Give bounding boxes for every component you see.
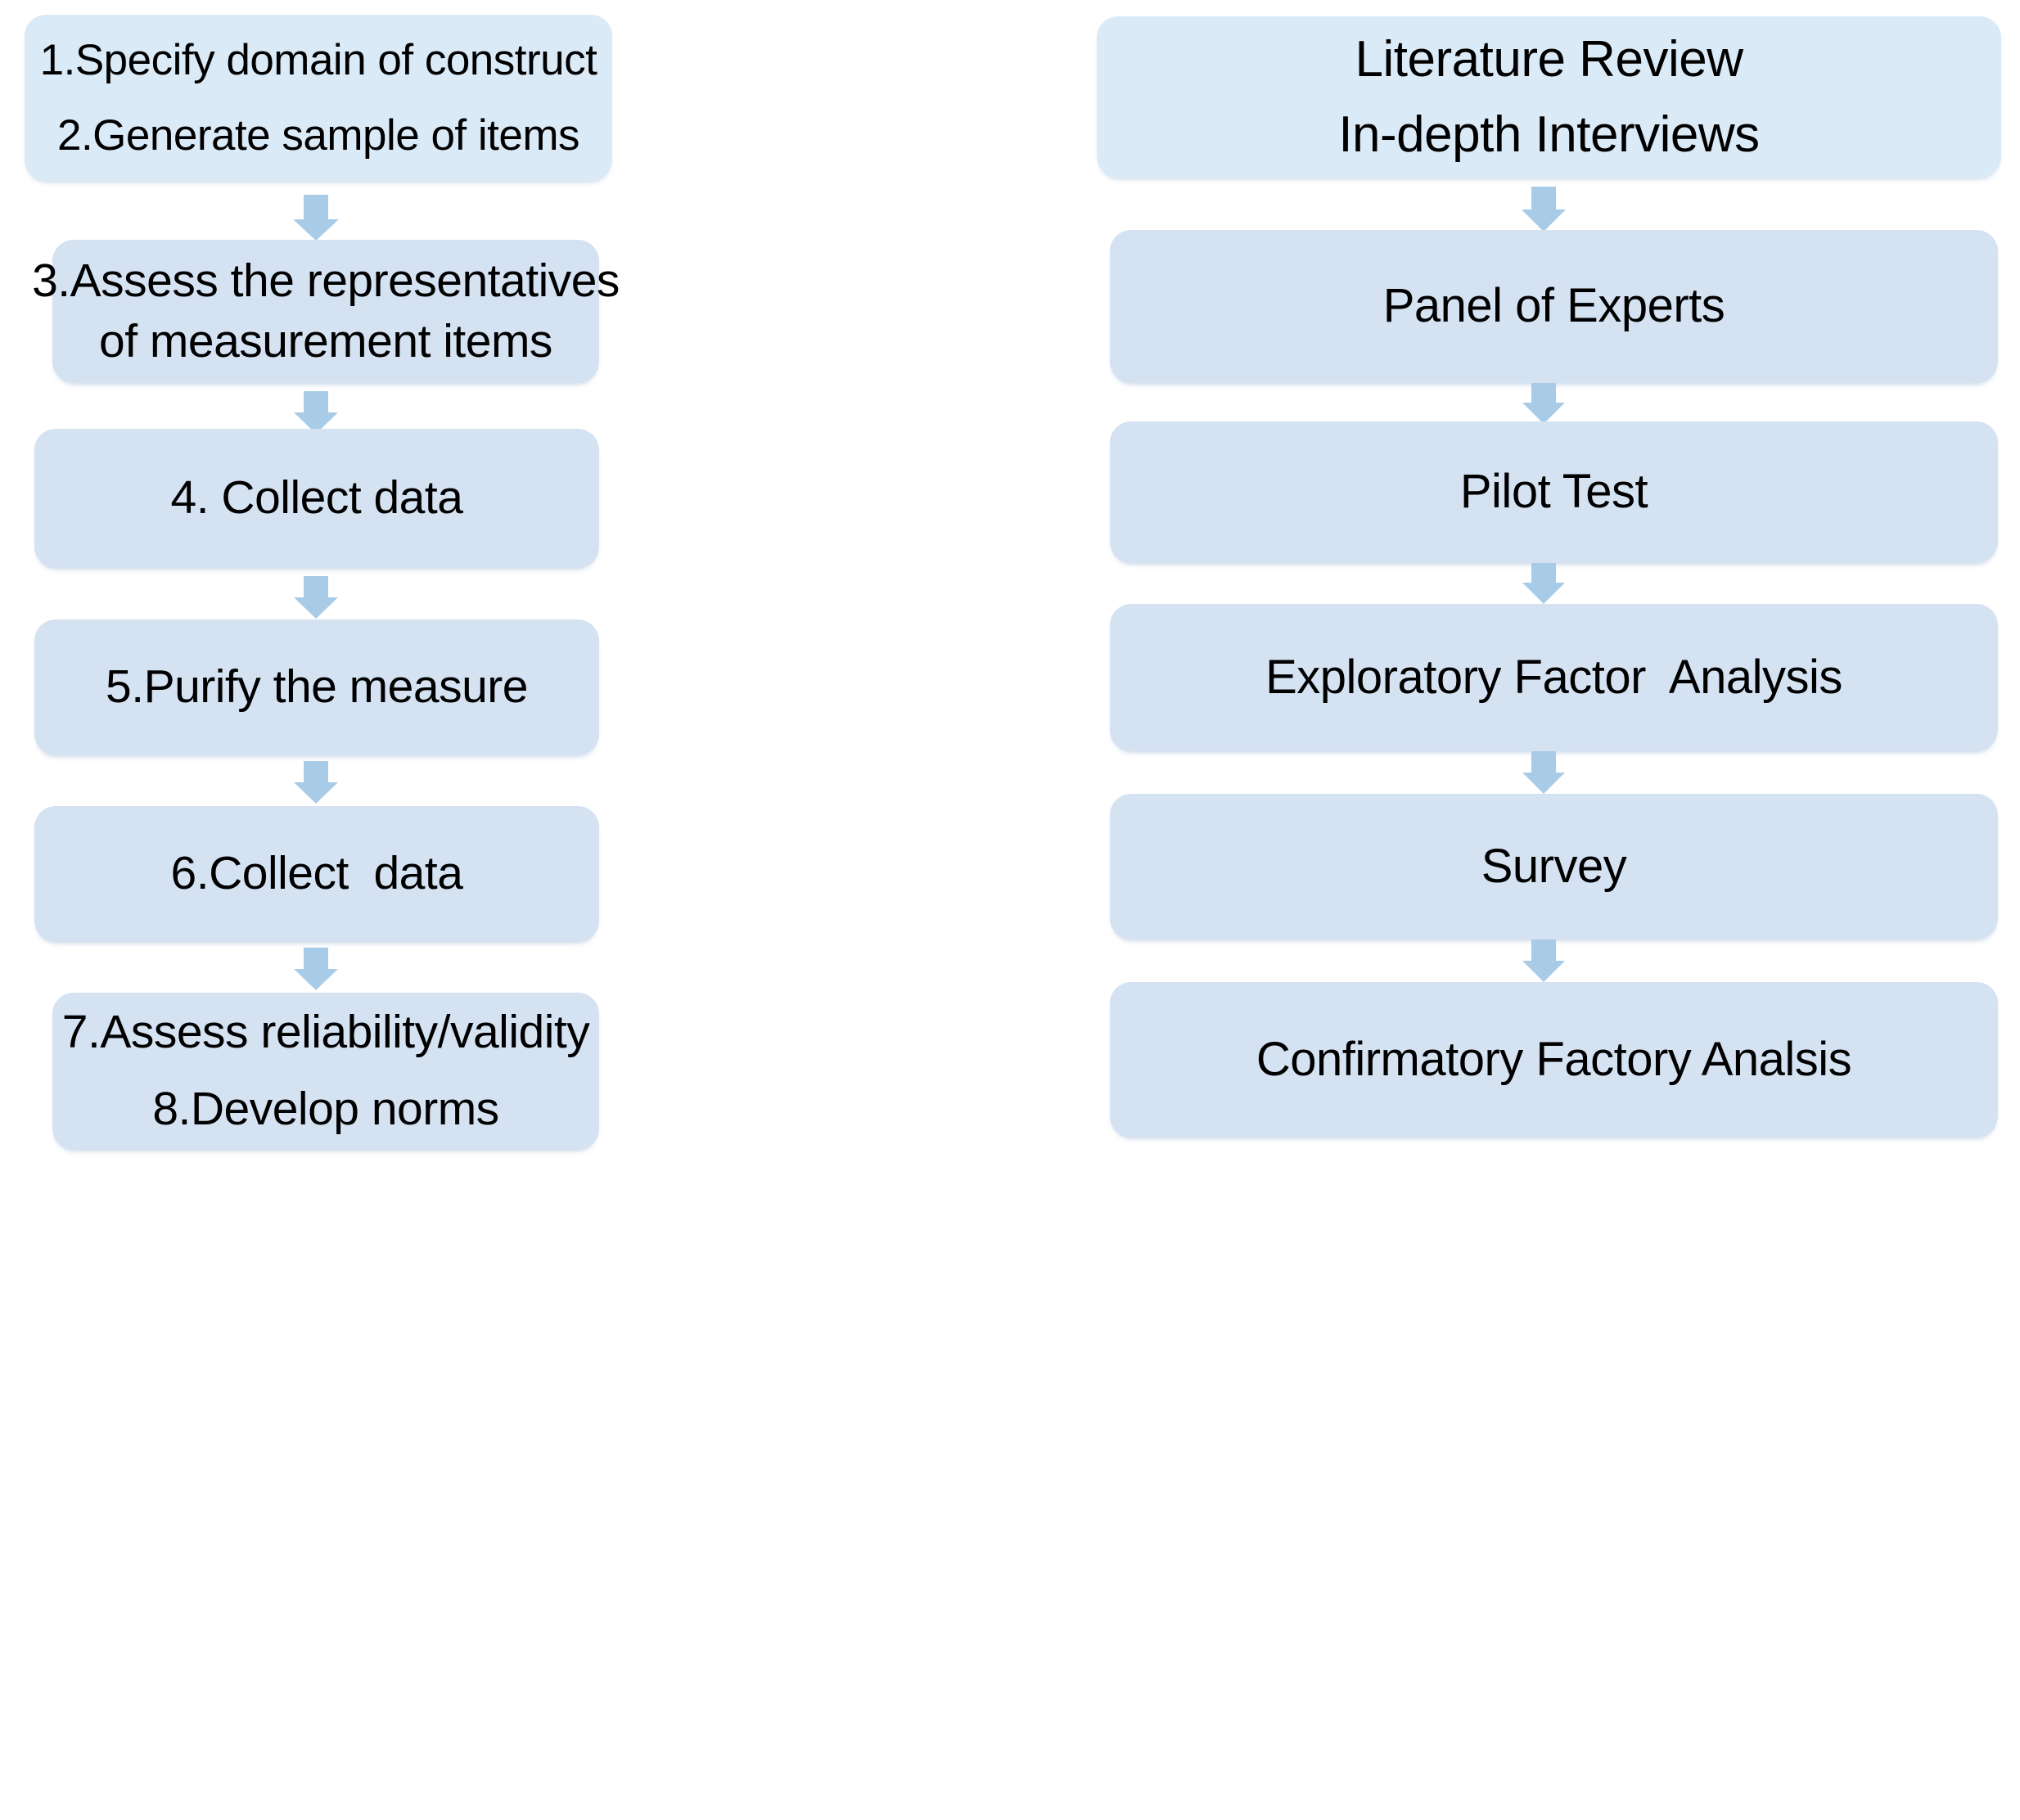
arrow-head (1522, 209, 1566, 232)
arrow-head (293, 219, 339, 241)
arrow-head (294, 597, 338, 619)
node-step-4-line-1: 4. Collect data (170, 471, 463, 525)
right-column: Literature Review In-depth Interviews Pa… (1089, 0, 2020, 1820)
arrow-head (294, 969, 338, 990)
node-step-7-8[interactable]: 7.Assess reliability/validity 8.Develop … (52, 993, 599, 1150)
arrow-head (1522, 961, 1565, 982)
node-method-4[interactable]: Exploratory Factor Analysis (1110, 604, 1998, 751)
arrow-head (1522, 773, 1565, 794)
node-step-3-line-2: of measurement items (99, 314, 552, 367)
node-step-7-8-line-2: 8.Develop norms (152, 1083, 499, 1135)
node-step-5[interactable]: 5.Purify the measure (34, 619, 599, 755)
node-method-1[interactable]: Literature Review In-depth Interviews (1097, 16, 2001, 178)
arrow-head (1522, 583, 1565, 604)
arrow-down-icon-left-5 (293, 948, 339, 990)
node-method-6-line-1: Confirmatory Factory Analsis (1256, 1032, 1852, 1086)
arrow-down-icon-right-1 (1521, 187, 1567, 232)
left-column: 1.Specify domain of construct 2.Generate… (25, 15, 620, 1150)
arrow-stem (304, 391, 328, 414)
node-step-5-line-1: 5.Purify the measure (106, 660, 528, 714)
node-step-7-8-line-1: 7.Assess reliability/validity (61, 1006, 590, 1059)
arrow-stem (1531, 563, 1556, 584)
arrow-stem (1531, 751, 1556, 774)
node-step-1-2[interactable]: 1.Specify domain of construct 2.Generate… (25, 15, 612, 181)
node-step-4[interactable]: 4. Collect data (34, 429, 599, 568)
node-step-1-2-line-2: 2.Generate sample of items (56, 110, 580, 160)
node-step-6-line-1: 6.Collect data (170, 847, 463, 900)
arrow-down-icon-right-4 (1521, 751, 1567, 794)
arrow-down-icon-left-1 (293, 195, 339, 241)
node-method-3-line-1: Pilot Test (1459, 465, 1648, 519)
arrow-down-icon-right-5 (1521, 939, 1567, 982)
arrow-down-icon-left-4 (293, 761, 339, 804)
arrow-down-icon-left-2 (293, 391, 339, 434)
node-method-5[interactable]: Survey (1110, 794, 1998, 939)
arrow-down-icon-right-2 (1521, 383, 1567, 424)
node-step-3[interactable]: 3.Assess the representatives of measurem… (32, 240, 620, 383)
node-method-3[interactable]: Pilot Test (1110, 421, 1998, 563)
arrow-stem (1531, 187, 1556, 211)
node-step-3-line-1: 3.Assess the representatives (32, 254, 620, 307)
node-method-6[interactable]: Confirmatory Factory Analsis (1110, 982, 1998, 1138)
node-method-1-line-2: In-depth Interviews (1338, 106, 1760, 163)
node-step-6[interactable]: 6.Collect data (34, 806, 599, 942)
node-method-5-line-1: Survey (1481, 839, 1627, 893)
node-method-4-line-1: Exploratory Factor Analysis (1265, 650, 1842, 704)
arrow-stem (1531, 939, 1556, 962)
arrow-down-icon-left-3 (293, 576, 339, 619)
arrow-stem (1531, 383, 1556, 404)
arrow-head (294, 782, 338, 804)
arrow-head (1522, 403, 1565, 424)
arrow-stem (304, 948, 328, 971)
node-method-2-line-1: Panel of Experts (1382, 279, 1725, 333)
node-method-1-line-1: Literature Review (1355, 31, 1743, 88)
node-method-2[interactable]: Panel of Experts (1110, 230, 1998, 383)
arrow-stem (304, 761, 328, 784)
arrow-stem (304, 576, 328, 599)
arrow-stem (304, 195, 328, 221)
arrow-down-icon-right-3 (1521, 563, 1567, 604)
node-step-1-2-line-1: 1.Specify domain of construct (39, 36, 597, 85)
